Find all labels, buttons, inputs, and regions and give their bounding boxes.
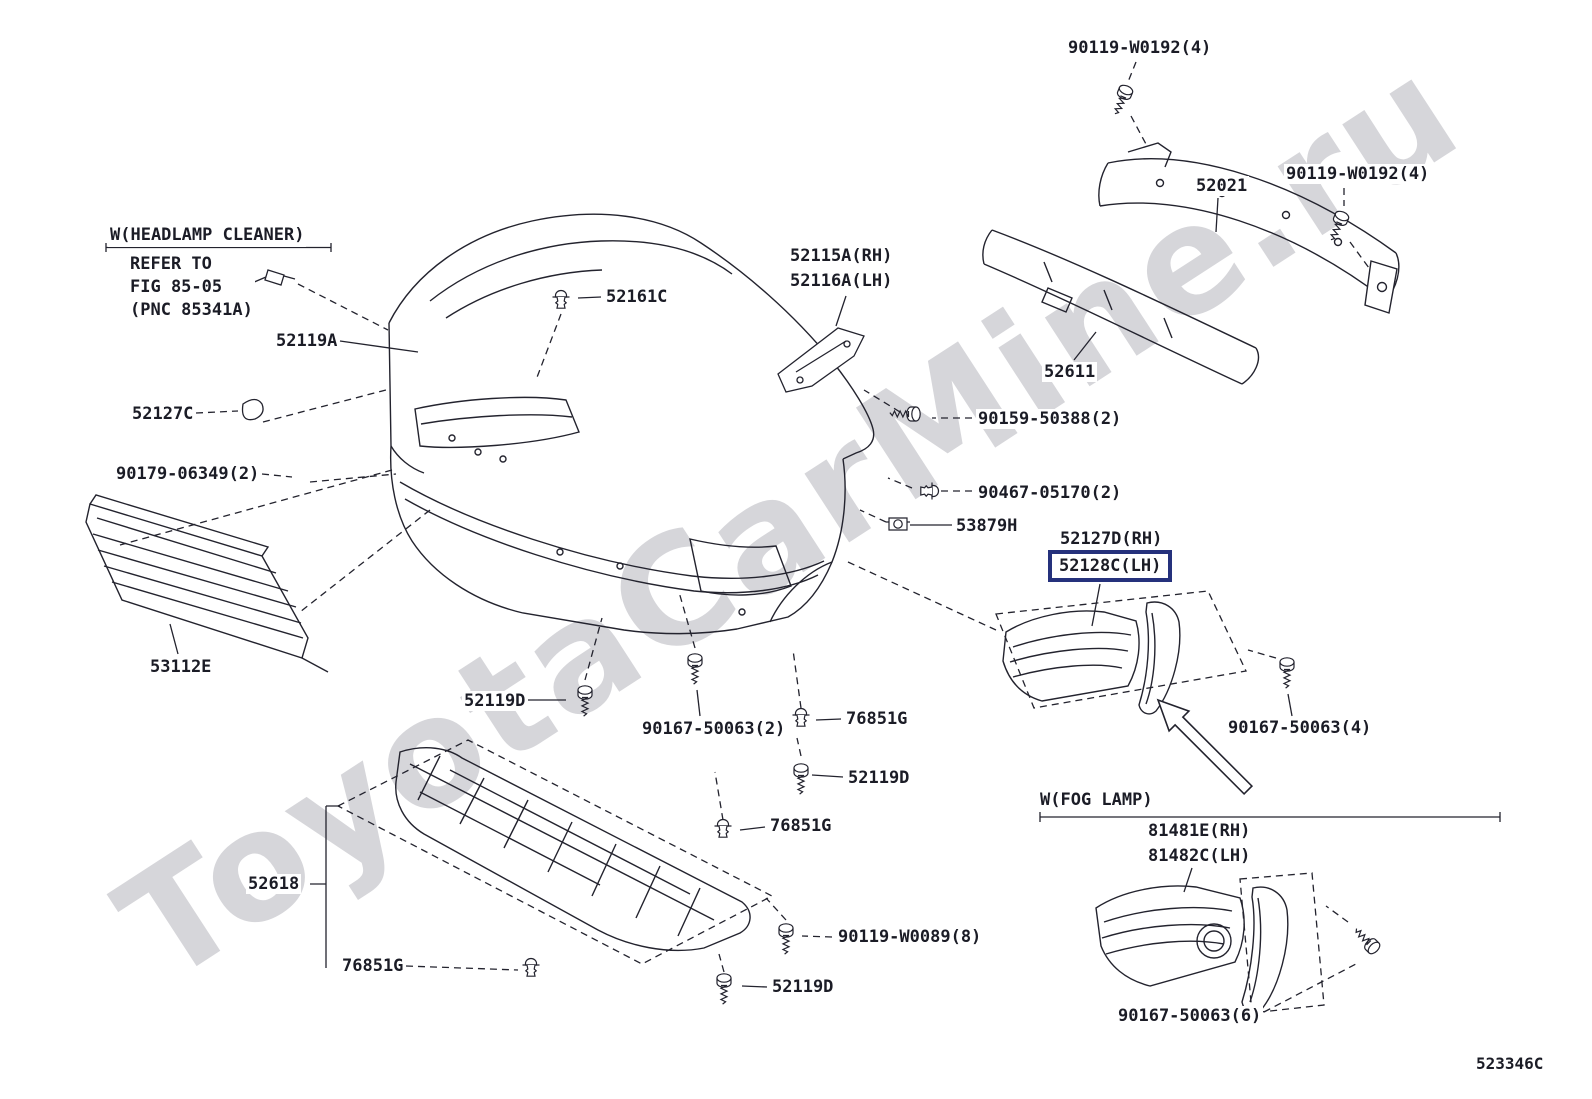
- part-label-52127d[interactable]: 52127D(RH): [1058, 529, 1165, 549]
- screw-icon: [577, 685, 593, 717]
- front-bumper-drawing: [388, 213, 875, 635]
- lower-grille-drawing: [85, 494, 329, 673]
- part-label-90467-05170[interactable]: 90467-05170(2): [976, 483, 1124, 503]
- part-label-81482c[interactable]: 81482C(LH): [1146, 846, 1253, 866]
- leader-lines-solid: [105, 197, 1501, 988]
- energy-absorber-drawing: [982, 229, 1260, 385]
- screw-icon: [1349, 923, 1383, 957]
- screw-icon: [793, 763, 809, 795]
- clip-icon: [920, 481, 940, 501]
- part-label-52116a[interactable]: 52116A(LH): [788, 271, 895, 291]
- part-label-52127c[interactable]: 52127C: [130, 404, 196, 424]
- part-label-52611[interactable]: 52611: [1042, 362, 1098, 382]
- fog-bezel-lh-drawing: [1002, 601, 1181, 715]
- part-label-90119-w0192-top[interactable]: 90119-W0192(4): [1066, 38, 1214, 58]
- diagram-code: 523346C: [1474, 1054, 1546, 1074]
- part-label-90179-06349[interactable]: 90179-06349(2): [114, 464, 262, 484]
- note-fog-lamp: W(FOG LAMP): [1038, 789, 1155, 812]
- pointer-arrow: [1156, 698, 1254, 796]
- clip-icon: [791, 707, 811, 727]
- bolt-icon: [1109, 82, 1135, 118]
- part-label-52021[interactable]: 52021: [1194, 176, 1250, 196]
- note-refer-fig: REFER TO FIG 85-05 (PNC 85341A): [128, 253, 255, 322]
- part-label-90119-w0089[interactable]: 90119-W0089(8): [836, 927, 984, 947]
- part-label-90167-50063-2[interactable]: 90167-50063(2): [640, 719, 788, 739]
- note-headlamp-cleaner: W(HEADLAMP CLEANER): [108, 224, 307, 247]
- part-label-52161c[interactable]: 52161C: [604, 287, 670, 307]
- part-label-53112e[interactable]: 53112E: [148, 657, 214, 677]
- bumper-reinforcement-drawing: [1098, 142, 1400, 314]
- side-support-drawing: [777, 327, 865, 393]
- part-label-76851g-2[interactable]: 76851G: [768, 816, 834, 836]
- part-label-52119d-2[interactable]: 52119D: [846, 768, 912, 788]
- part-label-52119d-3[interactable]: 52119D: [770, 977, 836, 997]
- screw-icon: [687, 653, 703, 685]
- clip-icon: [521, 957, 541, 977]
- cover-52127c-drawing: [241, 398, 264, 421]
- part-label-52119d-1[interactable]: 52119D: [462, 691, 528, 711]
- part-label-53879h[interactable]: 53879H: [954, 516, 1020, 536]
- part-label-52119a[interactable]: 52119A: [274, 331, 340, 351]
- screw-icon: [778, 923, 794, 955]
- engine-undercover-drawing: [395, 747, 751, 952]
- part-label-90159-50388[interactable]: 90159-50388(2): [976, 409, 1124, 429]
- part-label-90167-50063-6[interactable]: 90167-50063(6): [1116, 1006, 1264, 1026]
- part-label-76851g-3[interactable]: 76851G: [340, 956, 406, 976]
- leader-lines-dashed: [119, 61, 1370, 1014]
- fog-lamp-bezel-drawing: [1095, 885, 1289, 1014]
- screw-icon: [1279, 657, 1295, 689]
- headlamp-washer-nozzle-drawing: [264, 269, 296, 286]
- part-label-76851g-1[interactable]: 76851G: [844, 709, 910, 729]
- part-label-52128c-selected[interactable]: 52128C(LH): [1048, 550, 1173, 582]
- part-label-52618[interactable]: 52618: [246, 874, 302, 894]
- part-label-90119-w0192-right[interactable]: 90119-W0192(4): [1284, 164, 1432, 184]
- clip-icon: [713, 818, 733, 838]
- grommet-icon: [885, 517, 911, 531]
- part-label-81481e[interactable]: 81481E(RH): [1146, 821, 1253, 841]
- screw-icon: [716, 973, 732, 1005]
- part-label-90167-50063-4[interactable]: 90167-50063(4): [1226, 718, 1374, 738]
- clip-icon: [551, 289, 571, 309]
- part-label-52115a[interactable]: 52115A(RH): [788, 246, 895, 266]
